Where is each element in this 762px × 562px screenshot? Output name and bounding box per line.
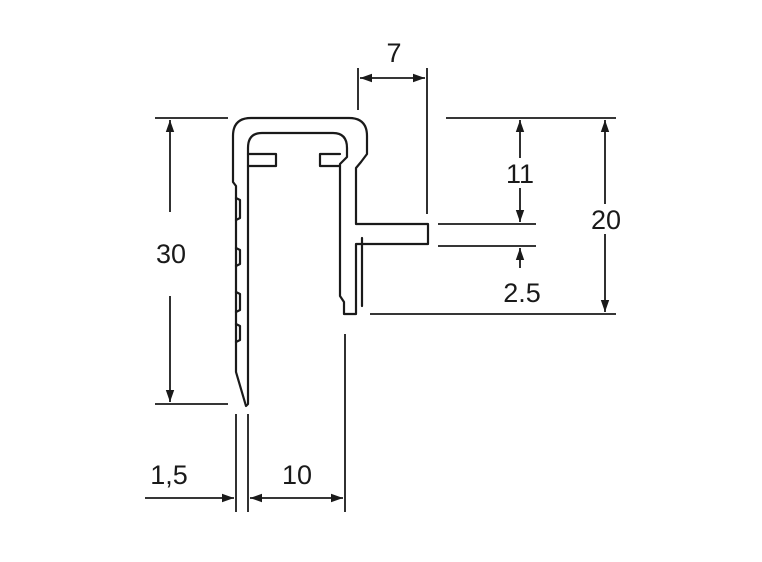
dimension-lines: [145, 68, 616, 512]
label-profile-height: 30: [156, 239, 186, 269]
label-height-total: 20: [591, 205, 621, 235]
profile-inner-lip-left: [246, 152, 278, 168]
dimension-labels: 7 11 20 2.5 30 1,5 10: [150, 38, 621, 490]
label-top-width: 7: [386, 38, 401, 68]
profile-outer-contour: [231, 116, 430, 408]
profile-serrations: [234, 196, 242, 344]
label-wall-thickness: 1,5: [150, 460, 188, 490]
label-flange-thickness: 2.5: [503, 278, 541, 308]
label-channel-width: 10: [282, 460, 312, 490]
profile-outline: [231, 116, 430, 408]
label-height-upper: 11: [506, 159, 534, 189]
profile-inner-lip-right: [318, 152, 342, 168]
